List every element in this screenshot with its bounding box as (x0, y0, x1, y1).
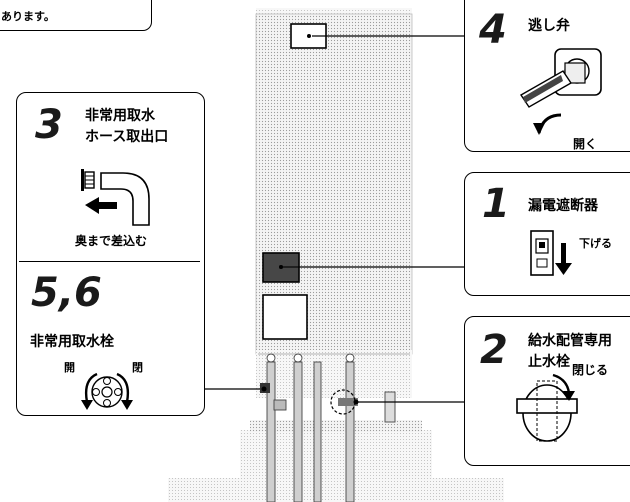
panel-divider (19, 261, 200, 262)
hose-insert-icon (81, 169, 150, 226)
panel-supply-valve: 2 給水配管専用 止水栓 閉じる (464, 316, 630, 466)
panel1-title: 漏電遮断器 (528, 198, 598, 214)
pipes (266, 353, 396, 502)
relief-valve-icon (520, 48, 602, 135)
panel4-action: 開く (573, 137, 598, 151)
open-label: 開 (64, 361, 75, 374)
close-label: 閉 (132, 361, 143, 374)
step-number-4: 4 (479, 7, 507, 53)
step-number-3: 3 (35, 102, 63, 148)
step-number-5-6: 5,6 (31, 270, 102, 316)
panel2-action: 閉じる (572, 363, 609, 377)
panel-relief-valve: 4 逃し弁 開く (464, 0, 630, 152)
panel2-title-line2: 止水栓 (528, 354, 570, 370)
panel-emergency-water: 3 非常用取水 ホース取出口 奥まで差込む 5,6 非常用取水栓 開 閉 (16, 92, 205, 416)
front-panel (262, 294, 308, 340)
breaker-switch-icon (530, 230, 572, 276)
panel4-title: 逃し弁 (528, 18, 570, 34)
valve-handle-icon (81, 372, 133, 410)
foundation-base (168, 420, 504, 502)
panel1-action: 下げる (579, 237, 612, 250)
panel3-caption: 奥まで差込む (75, 234, 148, 248)
top-note-box: あります。 (0, 0, 152, 31)
panel3-title-line2: ホース取出口 (85, 129, 169, 145)
stop-valve-icon (516, 373, 578, 442)
panel-breaker: 1 漏電遮断器 下げる (464, 172, 630, 296)
step-number-2: 2 (480, 327, 508, 373)
panel3-title-line1: 非常用取水 (85, 108, 155, 124)
panel56-title: 非常用取水栓 (30, 334, 114, 350)
panel2-title-line1: 給水配管専用 (528, 333, 612, 349)
top-note-text: あります。 (1, 10, 55, 23)
step-number-1: 1 (482, 181, 510, 227)
